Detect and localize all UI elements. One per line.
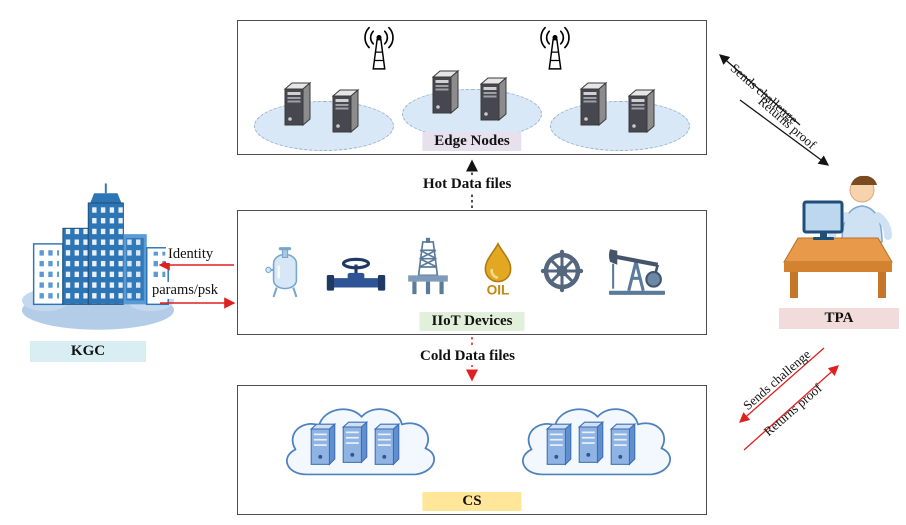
iiot-devices-label: IIoT Devices xyxy=(419,312,525,331)
hot-data-files-label: Hot Data files xyxy=(420,176,515,193)
tpa-label: TPA xyxy=(779,308,899,329)
cs-label: CS xyxy=(422,492,522,511)
identity-label: Identity xyxy=(166,246,216,263)
server-icon xyxy=(476,76,510,122)
drilling-rig-icon xyxy=(404,237,452,297)
pumpjack-icon xyxy=(606,243,668,297)
edge-returns-proof-label: Returns proof xyxy=(755,93,820,152)
cluster-ellipse xyxy=(254,101,394,151)
edge-node-cluster xyxy=(402,69,542,139)
cluster-ellipse xyxy=(550,101,690,151)
cs-sends-challenge-label: Sends challenge xyxy=(740,346,814,413)
iiot-devices-box: IIoT Devices xyxy=(237,210,707,335)
handwheel-icon xyxy=(538,247,586,295)
edge-node-cluster xyxy=(550,81,690,151)
cloud-server-icon xyxy=(608,420,638,468)
server-icon xyxy=(280,81,314,127)
cs-box: CS xyxy=(237,385,707,515)
params-psk-label: params/psk xyxy=(150,282,221,299)
cluster-ellipse xyxy=(402,89,542,139)
kgc-label: KGC xyxy=(30,341,146,362)
cloud-server-cluster xyxy=(508,394,676,498)
cold-data-files-label: Cold Data files xyxy=(417,348,518,365)
edge-nodes-box: Edge Nodes xyxy=(237,20,707,155)
server-icon xyxy=(428,69,462,115)
edge-nodes-label: Edge Nodes xyxy=(422,132,522,151)
oil-drop-icon xyxy=(478,241,518,297)
cloud-server-cluster xyxy=(272,394,440,498)
cloud-server-icon xyxy=(340,418,370,466)
city-building-icon xyxy=(20,183,176,335)
cs-returns-proof-label: Returns proof xyxy=(760,380,825,439)
person-at-computer-icon xyxy=(780,166,896,302)
edge-node-cluster xyxy=(254,81,394,151)
storage-tank-icon xyxy=(264,245,306,299)
server-icon xyxy=(624,88,658,134)
server-icon xyxy=(576,81,610,127)
antenna-icon xyxy=(536,24,574,72)
cloud-server-icon xyxy=(372,420,402,468)
cloud-server-icon xyxy=(544,420,574,468)
valve-icon xyxy=(324,251,388,299)
server-icon xyxy=(328,88,362,134)
cloud-server-icon xyxy=(308,420,338,468)
antenna-icon xyxy=(360,24,398,72)
cloud-server-icon xyxy=(576,418,606,466)
